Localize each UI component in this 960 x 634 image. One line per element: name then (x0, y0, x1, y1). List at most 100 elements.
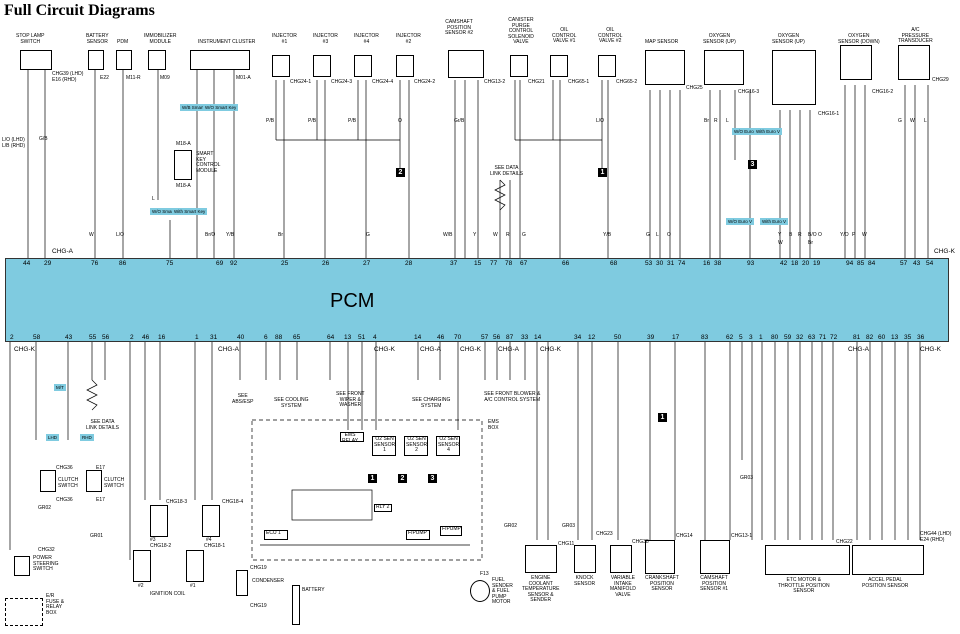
conn-bottom: CHG13-1 (731, 533, 753, 539)
see-ref: See Data Link Details (86, 419, 119, 431)
chg-label: CHG-A (498, 346, 519, 353)
wire-code: P/B (308, 118, 317, 124)
crankshaft-label: CRANKSHAFT POSITION SENSOR (645, 575, 679, 592)
pin: 31 (210, 334, 218, 341)
smart-key-conn-top: M18-A (176, 141, 191, 147)
wire-code: G (646, 232, 650, 238)
pin: 43 (913, 260, 921, 267)
wire-code: Y (778, 232, 782, 238)
wire-code: W (89, 232, 94, 238)
o2-fuse-4 (436, 436, 460, 456)
see-ref: See Cooling System (274, 397, 309, 409)
pin: 1 (759, 334, 763, 341)
pin: 67 (520, 260, 528, 267)
marker: 3 (428, 474, 437, 483)
ems-part-label: O2 SEN SENSOR 1 (374, 436, 396, 453)
knock-sensor-label: KNOCK SENSOR (574, 575, 596, 587)
pin: 44 (23, 260, 31, 267)
wire-code: Y (473, 232, 477, 238)
marker: 1 (598, 168, 607, 177)
conn-top: CHG24-4 (372, 79, 394, 85)
fpump-relay (440, 526, 462, 536)
stop-lamp-switch (20, 50, 52, 70)
stop-lamp-switch-label: STOP LAMP SWITCH (16, 33, 45, 45)
pin: 28 (405, 260, 413, 267)
instrument-cluster-label: INSTRUMENT CLUSTER (198, 39, 256, 45)
pin: 56 (102, 334, 110, 341)
injector-3-label: INJECTOR #3 (313, 33, 338, 45)
battery-sensor-label: BATTERY SENSOR (86, 33, 109, 45)
canister-purge-label: CANISTER PURGE CONTROL SOLENOID VALVE (508, 17, 534, 45)
coil-label: #2 (138, 583, 144, 589)
wire-code: Y/O (840, 232, 849, 238)
pin: 86 (119, 260, 127, 267)
conn-bottom: CHG38 (632, 539, 649, 545)
wire-code: Br (808, 240, 813, 246)
battery-sensor (88, 50, 104, 70)
wire-code: L (656, 232, 659, 238)
conn-top: M09 (160, 75, 170, 81)
pin: 57 (481, 334, 489, 341)
pin: 76 (91, 260, 99, 267)
tag-euro: With Euro V (754, 128, 783, 135)
wire-code: Y/B (603, 232, 612, 238)
pin: 72 (830, 334, 838, 341)
er-fuse-label: E/R FUSE & RELAY BOX (46, 593, 65, 616)
wire-code: W (910, 118, 915, 124)
instrument-cluster (190, 50, 250, 70)
wire-code: G/B (39, 136, 48, 142)
pin: 65 (293, 334, 301, 341)
power-steering-switch (14, 556, 30, 576)
conn-bottom: CHG18-3 (166, 499, 188, 505)
conn-top: CHG16-3 (738, 89, 760, 95)
conn-top: CHG29 (932, 77, 949, 83)
conn-bottom: CHG36 (56, 497, 73, 503)
injector-4-label: INJECTOR #4 (354, 33, 379, 45)
wire-code: L (924, 118, 927, 124)
ignition-coil-4 (202, 505, 220, 537)
oil-control-valve-2 (598, 55, 616, 77)
pin: 35 (904, 334, 912, 341)
pin: 58 (33, 334, 41, 341)
tag-smart-key: W/B Smart Key (180, 104, 215, 111)
conn-top: CHG24-1 (290, 79, 312, 85)
conn-bottom: CHG22 (836, 539, 853, 545)
pin: 57 (900, 260, 908, 267)
pcm-label: PCM (330, 290, 375, 312)
pcm-module (5, 258, 949, 342)
ignition-coil-3 (150, 505, 168, 537)
conn-top: E22 (100, 75, 109, 81)
conn-top: CHG13-2 (484, 79, 506, 85)
pin: 81 (853, 334, 861, 341)
oxygen-sensor-up-1 (704, 50, 744, 85)
conn-bottom: CHG18-2 (150, 543, 172, 549)
pin: 37 (450, 260, 458, 267)
chg-label: CHG-K (920, 346, 941, 353)
condenser (236, 570, 248, 596)
pin: 93 (747, 260, 755, 267)
camshaft-sensor-2-label: CAMSHAFT POSITION SENSOR #2 (445, 19, 474, 36)
pin: 2 (10, 334, 14, 341)
power-steering-label: POWER STEERING SWITCH (33, 555, 59, 572)
pin: 62 (726, 334, 734, 341)
wire-code: L (726, 118, 729, 124)
see-ref: See Front Wiper & Washer (336, 391, 365, 408)
pin: 3 (749, 334, 753, 341)
etc-motor (765, 545, 850, 575)
coolant-temp-sensor (525, 545, 557, 573)
wire-code: L/O (596, 118, 605, 124)
wire-code: R (798, 232, 802, 238)
pin: 13 (344, 334, 352, 341)
conn-top: CHG16-2 (872, 89, 894, 95)
pin: 54 (926, 260, 934, 267)
conn-bottom: CHG23 (596, 531, 613, 537)
pin: 25 (281, 260, 289, 267)
conn-bottom: CHG18-4 (222, 499, 244, 505)
condenser-label: CONDENSER (252, 578, 284, 584)
pin: 26 (322, 260, 330, 267)
pin: 74 (678, 260, 686, 267)
chg-label: CHG-K (14, 346, 35, 353)
pin: 64 (327, 334, 335, 341)
tag-rhd: RHD (80, 434, 94, 441)
